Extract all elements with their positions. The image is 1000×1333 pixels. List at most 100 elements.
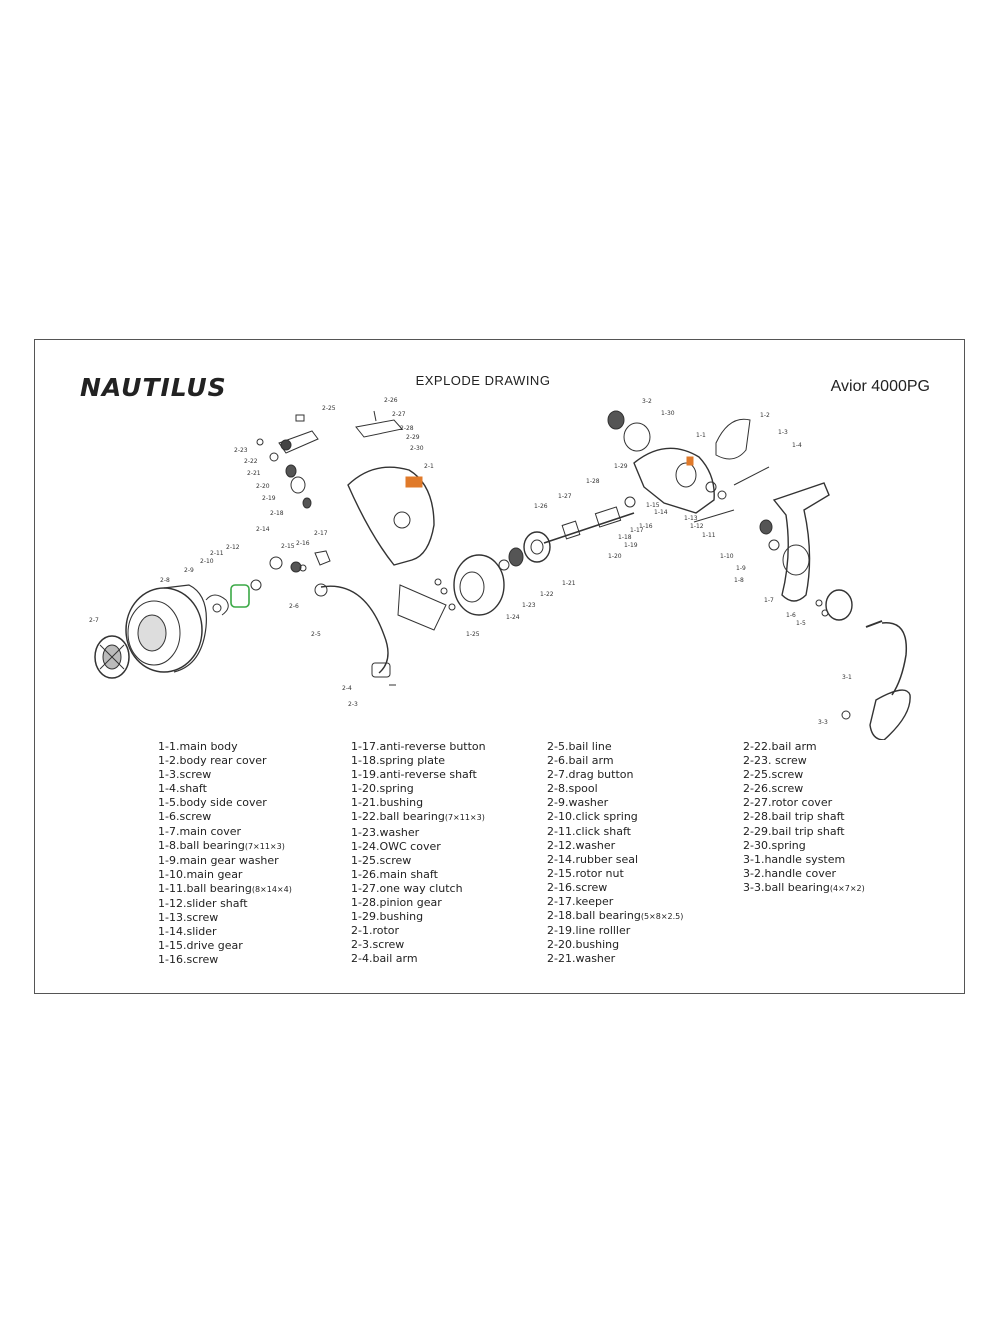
part-label: 2-1.rotor — [351, 924, 400, 938]
callout-2-18: 2-18 — [270, 510, 284, 517]
part-label: 1-10.main gear — [158, 867, 243, 881]
callout-3-2: 3-2 — [642, 398, 652, 405]
part-label: 1-26.main shaft — [351, 867, 438, 881]
rotor-nut-illustration — [269, 550, 331, 573]
callout-1-20: 1-20 — [608, 553, 622, 560]
part-entry: 1-15.drive gear — [158, 939, 292, 953]
part-label: 2-27.rotor cover — [743, 796, 833, 810]
part-label: 2-7.drag button — [547, 768, 634, 782]
part-entry: 1-27.one way clutch — [351, 882, 486, 896]
callout-2-14: 2-14 — [256, 526, 270, 533]
part-label: 3-3.ball bearing — [743, 880, 830, 894]
part-entry: 1-2.body rear cover — [158, 754, 292, 768]
part-label: 2-30.spring — [743, 838, 806, 852]
part-label: 1-15.drive gear — [158, 939, 243, 953]
callout-2-8: 2-8 — [160, 577, 170, 584]
part-entry: 1-16.screw — [158, 953, 292, 967]
callout-2-4: 2-4 — [342, 685, 352, 692]
part-label: 2-22.bail arm — [743, 740, 817, 753]
part-entry: 1-26.main shaft — [351, 868, 486, 882]
part-label: 2-19.line rolller — [547, 924, 631, 938]
callout-1-4: 1-4 — [792, 442, 802, 449]
callout-2-20: 2-20 — [256, 483, 270, 490]
part-label: 1-17.anti-reverse button — [351, 740, 486, 753]
callout-1-14: 1-14 — [654, 509, 668, 516]
callout-1-23: 1-23 — [522, 602, 536, 609]
part-label: 1-2.body rear cover — [158, 754, 267, 768]
callout-1-26: 1-26 — [534, 503, 548, 510]
part-entry: 2-1.rotor — [351, 924, 486, 938]
callout-1-19: 1-19 — [624, 542, 638, 549]
part-entry: 2-3.screw — [351, 938, 486, 952]
callout-3-1: 3-1 — [842, 674, 852, 681]
callout-2-29: 2-29 — [406, 434, 420, 441]
part-spec: (7×11×3) — [444, 813, 485, 823]
part-entry: 1-11.ball bearing(8×14×4) — [158, 882, 292, 897]
part-entry: 2-19.line rolller — [547, 924, 683, 938]
part-label: 1-5.body side cover — [158, 796, 267, 810]
part-entry: 1-18.spring plate — [351, 754, 486, 768]
callout-1-2: 1-2 — [760, 412, 770, 419]
spool-illustration — [125, 584, 207, 673]
part-entry: 2-14.rubber seal — [547, 853, 683, 867]
part-entry: 1-24.OWC cover — [351, 840, 486, 854]
part-entry: 2-6.bail arm — [547, 754, 683, 768]
part-entry: 2-18.ball bearing(5×8×2.5) — [547, 909, 683, 924]
callout-1-9: 1-9 — [736, 565, 746, 572]
part-entry: 2-8.spool — [547, 782, 683, 796]
part-label: 2-10.click spring — [547, 810, 638, 824]
part-label: 2-28.bail trip shaft — [743, 810, 845, 824]
callout-1-18: 1-18 — [618, 534, 632, 541]
shaft-illustration — [543, 496, 636, 544]
callout-1-3: 1-3 — [778, 429, 788, 436]
part-entry: 2-30.spring — [743, 839, 865, 853]
part-label: 1-1.main body — [158, 740, 238, 753]
part-label: 1-8.ball bearing — [158, 838, 245, 852]
part-label: 1-6.screw — [158, 810, 212, 824]
part-entry: 1-6.screw — [158, 810, 292, 824]
part-label: 2-17.keeper — [547, 895, 614, 909]
part-entry: 2-28.bail trip shaft — [743, 810, 865, 824]
page-title: EXPLODE DRAWING — [415, 373, 551, 388]
part-entry: 1-23.washer — [351, 826, 486, 840]
callout-2-30: 2-30 — [410, 445, 424, 452]
callout-1-22: 1-22 — [540, 591, 554, 598]
part-entry: 2-17.keeper — [547, 895, 683, 909]
part-label: 2-21.washer — [547, 952, 616, 966]
part-entry: 1-7.main cover — [158, 825, 292, 839]
callout-2-21: 2-21 — [247, 470, 261, 477]
part-entry: 2-22.bail arm — [743, 740, 865, 754]
callout-1-1: 1-1 — [696, 432, 706, 439]
callout-2-27: 2-27 — [392, 411, 406, 418]
part-label: 1-12.slider shaft — [158, 897, 248, 911]
handle-illustration — [841, 620, 911, 740]
part-entry: 2-23. screw — [743, 754, 865, 768]
part-entry: 1-13.screw — [158, 911, 292, 925]
callout-1-29: 1-29 — [614, 463, 628, 470]
part-label: 1-11.ball bearing — [158, 881, 252, 895]
part-entry: 2-27.rotor cover — [743, 796, 865, 810]
callout-1-13: 1-13 — [684, 515, 698, 522]
model-name: Avior 4000PG — [830, 378, 930, 395]
callout-1-15: 1-15 — [646, 502, 660, 509]
part-label: 2-11.click shaft — [547, 824, 631, 838]
callout-2-1: 2-1 — [424, 463, 434, 470]
part-spec: (4×7×2) — [829, 883, 865, 893]
part-label: 2-8.spool — [547, 782, 598, 796]
part-entry: 2-16.screw — [547, 881, 683, 895]
part-label: 1-27.one way clutch — [351, 881, 463, 895]
part-label: 1-18.spring plate — [351, 754, 446, 768]
callout-1-7: 1-7 — [764, 597, 774, 604]
callout-2-26: 2-26 — [384, 397, 398, 404]
part-entry: 2-29.bail trip shaft — [743, 825, 865, 839]
part-label: 2-26.screw — [743, 782, 804, 796]
callout-2-23: 2-23 — [234, 447, 248, 454]
part-label: 1-24.OWC cover — [351, 839, 441, 853]
part-label: 1-9.main gear washer — [158, 853, 279, 867]
part-label: 2-16.screw — [547, 880, 608, 894]
part-label: 1-14.slider — [158, 925, 217, 939]
callout-2-16: 2-16 — [296, 540, 310, 547]
callout-1-6: 1-6 — [786, 612, 796, 619]
